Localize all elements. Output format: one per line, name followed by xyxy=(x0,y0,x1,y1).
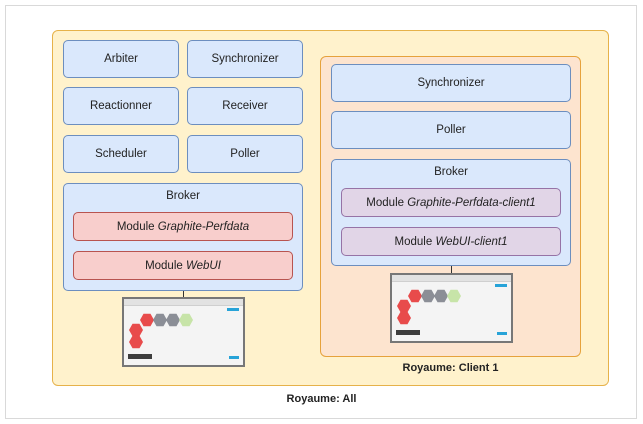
thumbnail-hex xyxy=(153,313,167,327)
broker-title: Broker xyxy=(434,166,468,178)
thumbnail-hex xyxy=(397,311,411,325)
module-prefix: Module xyxy=(145,259,186,272)
daemon-poller: Poller xyxy=(187,135,303,173)
connector-line xyxy=(451,266,452,274)
thumbnail-footer xyxy=(128,354,152,359)
webui-screenshot-thumbnail xyxy=(122,297,245,367)
module-prefix: Module xyxy=(394,235,436,248)
daemon-label: Poller xyxy=(230,148,260,160)
module-name: WebUI xyxy=(185,259,221,272)
daemon-synchronizer-client1: Synchronizer xyxy=(331,64,571,102)
daemon-arbiter: Arbiter xyxy=(63,40,179,78)
thumbnail-header xyxy=(124,299,243,306)
thumbnail-hex xyxy=(179,313,193,327)
thumbnail-accent xyxy=(229,356,239,359)
daemon-poller-client1: Poller xyxy=(331,111,571,149)
realm-all-caption: Royaume: All xyxy=(286,393,357,405)
daemon-label: Arbiter xyxy=(104,53,138,65)
realm-client1-caption: Royaume: Client 1 xyxy=(402,362,499,374)
daemon-label: Synchronizer xyxy=(211,53,279,65)
daemon-receiver: Receiver xyxy=(187,87,303,125)
broker-title: Broker xyxy=(166,190,200,202)
thumbnail-hex xyxy=(129,323,143,337)
thumbnail-hex xyxy=(397,299,411,313)
thumbnail-footer xyxy=(396,330,420,335)
daemon-label: Poller xyxy=(436,124,466,136)
module-name: Graphite-Perfdata xyxy=(157,220,250,233)
daemon-label: Reactionner xyxy=(89,100,152,112)
daemon-label: Receiver xyxy=(222,100,268,112)
daemon-synchronizer: Synchronizer xyxy=(187,40,303,78)
connector-line xyxy=(183,291,184,299)
module-webui: Module WebUI xyxy=(73,251,293,280)
thumbnail-hex xyxy=(447,289,461,303)
thumbnail-hex xyxy=(421,289,435,303)
module-webui-client1: Module WebUI-client1 xyxy=(341,227,561,256)
thumbnail-hex xyxy=(129,335,143,349)
daemon-label: Synchronizer xyxy=(417,77,485,89)
module-name: Graphite-Perfdata-client1 xyxy=(407,196,536,209)
webui-screenshot-thumbnail xyxy=(390,273,513,343)
thumbnail-accent xyxy=(495,284,507,287)
daemon-reactionner: Reactionner xyxy=(63,87,179,125)
module-name: WebUI-client1 xyxy=(435,235,508,248)
thumbnail-hex xyxy=(434,289,448,303)
thumbnail-hex xyxy=(140,313,154,327)
module-graphite-perfdata-client1: Module Graphite-Perfdata-client1 xyxy=(341,188,561,217)
module-prefix: Module xyxy=(366,196,408,209)
thumbnail-hex xyxy=(166,313,180,327)
thumbnail-accent xyxy=(227,308,239,311)
daemon-label: Scheduler xyxy=(95,148,147,160)
thumbnail-header xyxy=(392,275,511,282)
module-prefix: Module xyxy=(116,220,158,233)
daemon-scheduler: Scheduler xyxy=(63,135,179,173)
module-graphite-perfdata: Module Graphite-Perfdata xyxy=(73,212,293,241)
thumbnail-accent xyxy=(497,332,507,335)
thumbnail-hex xyxy=(408,289,422,303)
